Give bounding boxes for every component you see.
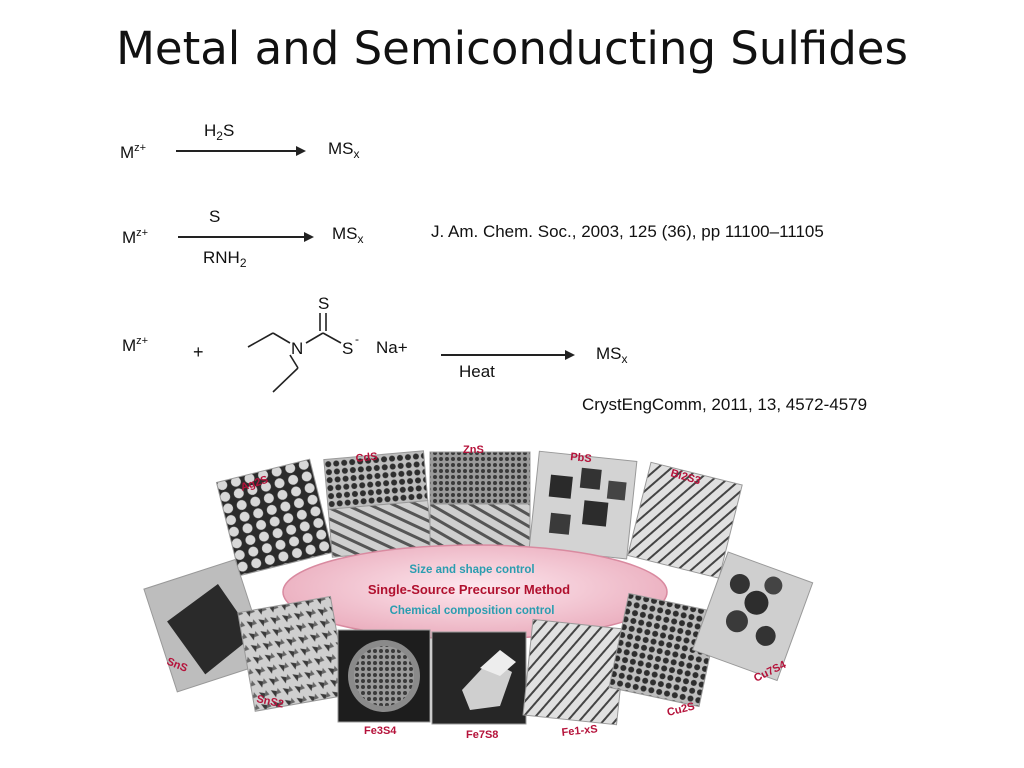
tile-cds [323, 450, 433, 558]
label-fe3s4: Fe3S4 [364, 725, 397, 737]
reaction1-reagent: H2S [204, 121, 235, 143]
tile-fe3s4 [337, 629, 431, 723]
reaction2-reference: J. Am. Chem. Soc., 2003, 125 (36), pp 11… [431, 222, 824, 241]
label-bi2s3: Bi2S3 [669, 467, 702, 487]
reaction2-arrow [178, 232, 314, 242]
reaction2-product: MSx [332, 224, 364, 246]
tile-ag2s [215, 458, 334, 577]
minus-charge: - [355, 332, 359, 346]
tile-cu2s [608, 592, 720, 708]
tile-pbs [528, 450, 638, 560]
reaction3-counterion: Na+ [376, 338, 408, 357]
tile-sns2 [237, 595, 349, 712]
reaction1-reactant: Mz+ [120, 142, 147, 162]
reaction3-reference: CrystEngComm, 2011, 13, 4572-4579 [582, 395, 868, 414]
label-ag2s: Ag2S [239, 474, 269, 494]
reaction1-arrow [176, 146, 306, 156]
ellipse-line3: Chemical composition control [390, 605, 555, 617]
reaction3-plus: + [193, 342, 204, 362]
tile-fe1xs [522, 618, 628, 726]
reaction2-reactant: Mz+ [122, 227, 149, 247]
reaction3-arrow [441, 350, 575, 360]
tile-cu7s4 [691, 551, 814, 682]
ellipse-line2: Single-Source Precursor Method [368, 582, 570, 597]
reaction1-product: MSx [328, 139, 360, 161]
label-sns: SnS [165, 656, 189, 675]
label-cu7s4: Cu7S4 [752, 659, 789, 685]
label-sns2: SnS2 [255, 693, 284, 710]
tile-zns [429, 451, 531, 555]
label-cu2s: Cu2S [666, 700, 696, 718]
atom-n: N [291, 339, 303, 358]
tile-fe7s8 [431, 631, 527, 725]
atom-s-minus: S [342, 339, 353, 358]
reaction2-reagent-top: S [209, 207, 221, 226]
method-ellipse [282, 544, 668, 640]
label-fe1xs: Fe1-xS [561, 723, 598, 739]
tile-sns [143, 558, 270, 693]
atom-s-top: S [318, 294, 329, 313]
reaction3-product: MSx [596, 344, 628, 366]
label-zns: ZnS [463, 444, 484, 456]
label-cds: CdS [355, 451, 378, 465]
tile-bi2s3 [627, 461, 743, 579]
label-fe7s8: Fe7S8 [466, 729, 498, 741]
dithiocarbamate-structure: S N S - [247, 294, 359, 393]
label-pbs: PbS [570, 451, 593, 465]
slide-title: Metal and Semiconducting Sulfides [116, 22, 908, 75]
ellipse-line1: Size and shape control [409, 564, 534, 576]
reaction3-reactant: Mz+ [122, 335, 149, 355]
reaction2-reagent-bottom: RNH2 [203, 248, 247, 270]
reaction3-condition: Heat [459, 362, 495, 381]
